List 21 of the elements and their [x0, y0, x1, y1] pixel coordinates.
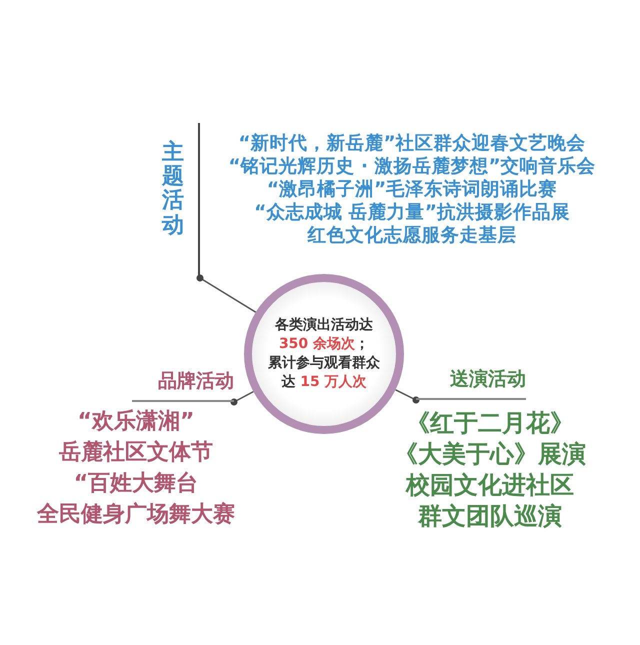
activity-item: 校园文化进社区	[406, 470, 574, 501]
leader-line	[230, 390, 254, 406]
category-heading: 送演活动	[416, 366, 526, 400]
activity-item: “百姓大舞台	[74, 470, 198, 498]
activity-item: 《红于二月花》	[406, 408, 574, 439]
leader-line	[395, 389, 420, 404]
activity-item: 群文团队巡演	[418, 501, 562, 532]
summary-text: 累计参与观看群众达 15 万人次	[267, 354, 381, 392]
activity-item: 红色文化志愿服务走基层	[308, 224, 516, 247]
category-heading: 主题活动	[160, 123, 200, 278]
summary-text: 各类演出活动达 350 余场次；	[274, 316, 374, 354]
activity-item: “铭记光辉历史 · 激扬岳麓梦想”交响音乐会	[228, 155, 596, 178]
activity-item: 全民健身广场舞大赛	[37, 500, 235, 529]
activity-item: “众志成城 岳麓力量”抗洪摄影作品展	[254, 201, 570, 224]
activity-item: “新时代，新岳麓”社区群众迎春文艺晚会	[238, 132, 586, 155]
activity-item: “激昂橘子洲”毛泽东诗词朗诵比赛	[266, 178, 558, 201]
leader-line	[196, 274, 256, 313]
activity-item: “欢乐潇湘”	[78, 408, 194, 436]
activity-item: 《大美于心》展演	[394, 439, 586, 470]
category-heading: 品牌活动	[132, 368, 234, 402]
activity-item: 岳麓社区文体节	[59, 439, 213, 467]
